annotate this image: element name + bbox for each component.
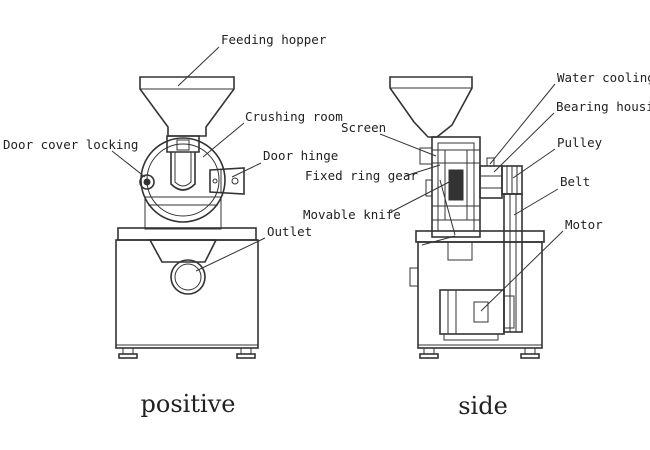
side-base — [409, 230, 545, 349]
side-pulley — [501, 165, 523, 195]
side-hopper — [389, 76, 473, 138]
label-crushing-room: Crushing room — [245, 109, 343, 124]
side-view — [379, 76, 564, 359]
front-door-lock — [139, 174, 155, 190]
side-belt-guard — [503, 193, 523, 333]
side-crushing-head — [419, 136, 481, 238]
side-leaders — [379, 83, 564, 312]
caption-side: side — [458, 392, 508, 420]
label-outlet: Outlet — [267, 224, 312, 239]
label-feeding-hopper: Feeding hopper — [221, 32, 327, 47]
label-movable-knife: Movable knife — [303, 207, 401, 222]
side-feet — [419, 347, 540, 359]
front-hopper — [139, 76, 235, 137]
label-water-cooling: Water cooling — [557, 70, 650, 85]
label-bearing-housing: Bearing housing — [556, 99, 650, 114]
captions: positive side — [141, 390, 508, 420]
front-leaders — [111, 46, 266, 272]
label-motor: Motor — [565, 217, 603, 232]
label-fixed-ring-gear: Fixed ring gear — [305, 168, 418, 183]
front-door-hinge — [209, 167, 245, 195]
label-door-hinge: Door hinge — [263, 148, 338, 163]
labels: Feeding hopper Crushing room Door cover … — [3, 32, 650, 239]
label-pulley: Pulley — [557, 135, 603, 150]
label-door-cover-locking: Door cover locking — [3, 137, 138, 152]
side-bearing-housing — [479, 157, 503, 199]
front-base — [115, 227, 259, 359]
label-belt: Belt — [560, 174, 590, 189]
side-motor — [439, 289, 515, 341]
caption-positive: positive — [141, 390, 236, 418]
label-screen: Screen — [341, 120, 386, 135]
front-view — [111, 46, 266, 359]
